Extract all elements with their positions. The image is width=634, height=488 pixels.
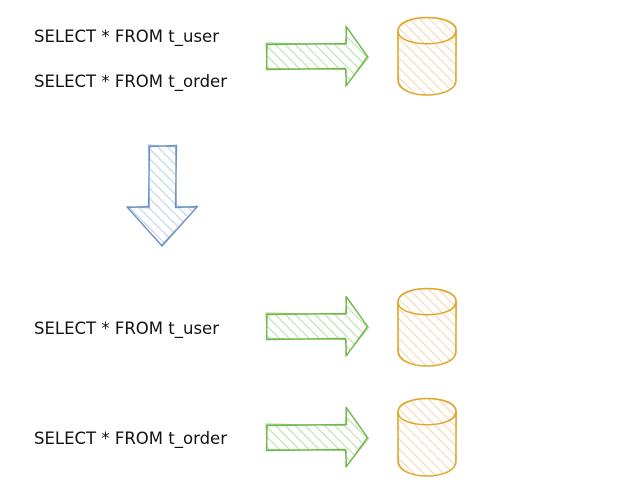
arrow-down-icon (126, 144, 199, 247)
database-cylinder-icon (396, 16, 458, 96)
arrow-right-icon (265, 295, 370, 358)
database-cylinder-icon (396, 287, 458, 367)
query-t-user-before: SELECT * FROM t_user (34, 27, 219, 47)
before-group: SELECT * FROM t_user SELECT * FROM t_ord… (34, 16, 458, 96)
arrow-right-icon (265, 25, 370, 88)
query-t-user-after: SELECT * FROM t_user (34, 319, 219, 339)
route-t-order: SELECT * FROM t_order (34, 397, 458, 477)
after-group: SELECT * FROM t_user SELECT * FROM t_ord… (34, 287, 458, 477)
database-cylinder-icon (396, 397, 458, 477)
route-t-user: SELECT * FROM t_user (34, 287, 458, 367)
query-t-order-after: SELECT * FROM t_order (34, 429, 227, 449)
query-t-order-before: SELECT * FROM t_order (34, 72, 227, 92)
arrow-right-icon (265, 406, 370, 469)
